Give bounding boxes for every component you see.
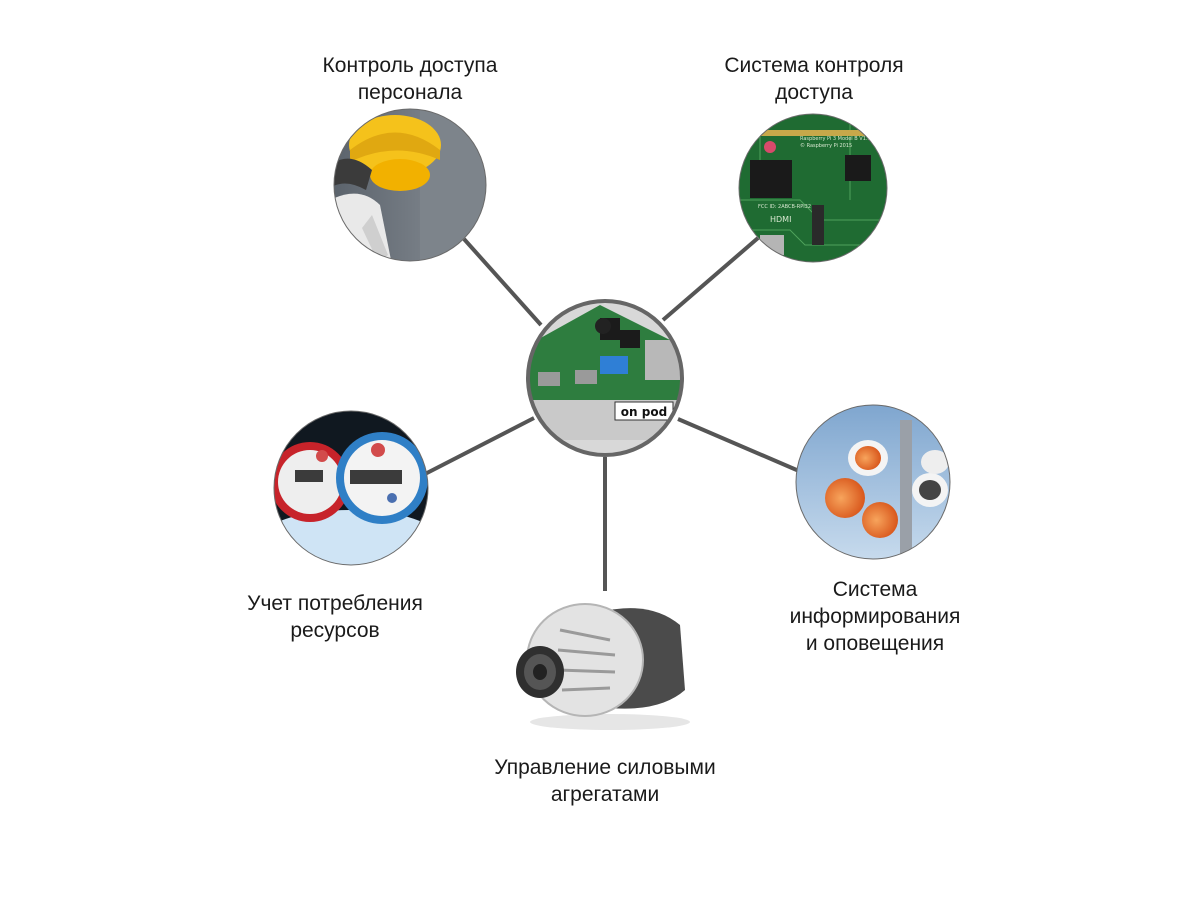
water-meters-icon bbox=[274, 411, 428, 565]
label-notification-system: Система информирования и оповещения bbox=[775, 576, 975, 657]
center-node: on pod bbox=[526, 299, 684, 457]
label-power-units: Управление силовыми агрегатами bbox=[475, 754, 735, 808]
connector-resource-metering bbox=[424, 416, 535, 476]
center-board-label: on pod bbox=[621, 405, 667, 419]
connector-notification-system bbox=[677, 417, 800, 473]
loudspeakers-icon bbox=[796, 405, 950, 559]
label-line: доступа bbox=[775, 81, 853, 104]
pcb-fcc-text: FCC ID: 2ABCB-RPI32 bbox=[758, 204, 811, 210]
node-power-units bbox=[516, 603, 690, 730]
node-access-control-system: Raspberry Pi 3 Model B V1.2 © Raspberry … bbox=[738, 113, 888, 263]
label-line: агрегатами bbox=[550, 783, 660, 806]
label-line: Система bbox=[832, 578, 918, 601]
label-line: Управление силовыми bbox=[494, 756, 716, 779]
green-circuit-board-icon: Raspberry Pi 3 Model B V1.2 © Raspberry … bbox=[739, 114, 887, 262]
label-access-control-system: Система контроля доступа bbox=[700, 52, 928, 106]
pcb-hdmi-text: HDMI bbox=[770, 215, 791, 224]
label-personnel-access: Контроль доступа персонала bbox=[310, 52, 510, 106]
alternator-icon bbox=[516, 603, 690, 730]
pcb-model-text: Raspberry Pi 3 Model B V1.2 bbox=[800, 136, 871, 142]
label-line: ресурсов bbox=[290, 619, 380, 642]
label-line: и оповещения bbox=[805, 632, 945, 655]
label-line: Контроль доступа bbox=[322, 54, 498, 77]
node-resource-metering bbox=[273, 410, 429, 566]
connector-access-control-system bbox=[661, 236, 760, 322]
label-line: Система контроля bbox=[724, 54, 904, 77]
connector-personnel-access bbox=[462, 237, 543, 327]
pcb-copyright-text: © Raspberry Pi 2015 bbox=[800, 142, 852, 149]
label-resource-metering: Учет потребления ресурсов bbox=[235, 590, 435, 644]
connectors bbox=[424, 236, 800, 591]
node-notification-system bbox=[795, 404, 951, 560]
label-line: персонала bbox=[357, 81, 463, 104]
label-line: информирования bbox=[789, 605, 961, 628]
label-line: Учет потребления bbox=[247, 592, 423, 615]
